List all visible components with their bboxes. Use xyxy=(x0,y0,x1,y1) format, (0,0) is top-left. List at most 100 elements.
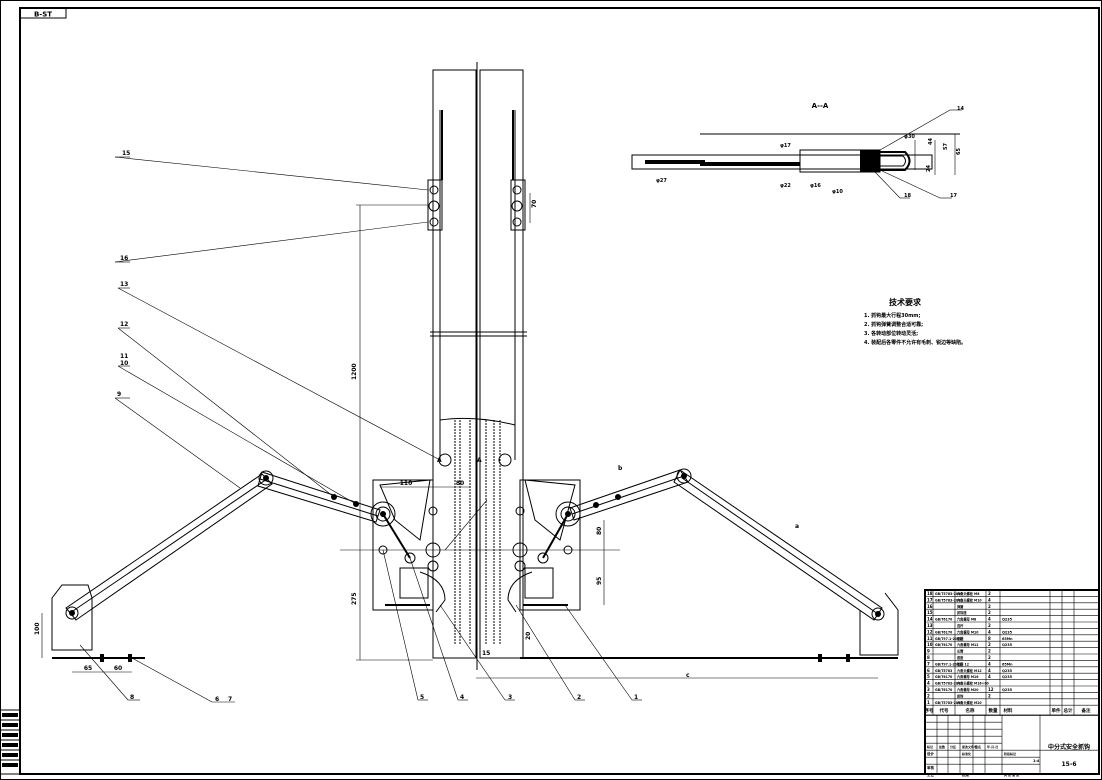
parts-row-qty: 8 xyxy=(988,636,991,641)
callout-6: 6 xyxy=(215,696,219,703)
parts-row-name: 六角螺母 M20 xyxy=(957,687,979,692)
sec-dim-d5: φ10 xyxy=(832,189,843,195)
tb-label-count: 处数 xyxy=(938,744,945,749)
parts-header-6: 总计 xyxy=(1064,707,1073,714)
parts-row-no: 5 xyxy=(927,674,930,679)
parts-header-2: 名称 xyxy=(966,707,975,714)
parts-row-code: GB/T5783-2000 xyxy=(935,682,963,686)
dim-base-height: 100 xyxy=(34,622,41,635)
parts-row-code: GB/T6170 xyxy=(935,688,953,692)
parts-row-name: 抓钩座 xyxy=(957,610,967,615)
tb-label-mark: 标记 xyxy=(926,744,933,749)
tb-design: 设计 xyxy=(927,751,935,756)
parts-row-name: 连杆 xyxy=(957,623,964,628)
sec-dim-d2: φ17 xyxy=(780,143,791,149)
parts-row-name: 垫圈 12 xyxy=(957,661,969,666)
section-marker-right: A xyxy=(477,457,482,464)
dim-width-gap: 80 xyxy=(456,480,464,487)
parts-row-no: 6 xyxy=(927,668,930,673)
parts-row-no: 10 xyxy=(927,642,933,647)
callout-10: 10 xyxy=(120,360,128,367)
callout-5: 5 xyxy=(420,694,424,701)
parts-row-no: 16 xyxy=(927,604,933,609)
parts-row-code: GB/T5783 xyxy=(935,669,952,673)
parts-row-qty: 2 xyxy=(988,591,991,596)
parts-row-name: 六角螺母 M10 xyxy=(957,629,979,634)
callout-8: 8 xyxy=(130,694,134,701)
parts-row-no: 4 xyxy=(927,681,930,686)
sheet-tag: B-ST xyxy=(34,11,52,19)
tb-review: 审核 xyxy=(927,765,935,770)
parts-row-material: Q235 xyxy=(1002,688,1013,692)
parts-row-name: 六角头螺栓 M8 xyxy=(957,591,980,596)
parts-header-4: 材料 xyxy=(1004,707,1013,714)
parts-row-name: 六角螺母 M16 xyxy=(957,674,979,679)
dimension-lines xyxy=(41,204,878,679)
parts-row-no: 17 xyxy=(927,597,933,602)
dim-small-20: 20 xyxy=(525,632,532,640)
callout-7: 7 xyxy=(228,696,232,703)
tech-req-item-4: 4. 装配后各零件不允许有毛刺、锐边等缺陷。 xyxy=(864,339,966,346)
section-view xyxy=(631,109,962,199)
parts-row-no: 18 xyxy=(927,591,933,596)
dim-width-top: 110 xyxy=(400,480,413,487)
parts-header-7: 备注 xyxy=(1081,707,1091,714)
callout-14: 14 xyxy=(957,106,964,112)
sheet-frame xyxy=(19,7,1100,775)
drawing-scale: 1:4 xyxy=(1033,759,1040,763)
sec-dim-d1: φ27 xyxy=(656,178,667,184)
parts-header-1: 代号 xyxy=(939,707,949,714)
parts-row-material: Q235 xyxy=(1002,630,1013,634)
left-arm-linkage xyxy=(51,470,381,662)
callout-4: 4 xyxy=(460,694,464,701)
parts-row-code: GB/T5783-2000 xyxy=(935,598,963,602)
parts-row-qty: 2 xyxy=(988,610,991,615)
parts-row-name: 六角头螺栓 M20 xyxy=(957,700,982,705)
callout-16: 16 xyxy=(120,255,128,262)
guide-rail-assembly xyxy=(427,62,531,670)
parts-row-no: 11 xyxy=(927,636,933,641)
parts-row-material: Q235 xyxy=(1002,669,1013,673)
callout-3: 3 xyxy=(508,694,512,701)
callout-leaders xyxy=(79,156,642,703)
tb-label-sign: 签名 xyxy=(974,744,981,749)
tech-req-item-3: 3. 各转动部位转动灵活; xyxy=(864,330,918,337)
parts-row-qty: 2 xyxy=(988,623,991,628)
callout-13: 13 xyxy=(120,281,128,288)
parts-row-code: GB/T5783-2000 xyxy=(935,592,963,596)
parts-row-code: GB/T6170 xyxy=(935,675,953,679)
parts-row-name: 六角头螺栓 M12 xyxy=(957,668,982,673)
parts-row-qty: 2 xyxy=(988,655,991,660)
callout-17: 17 xyxy=(950,193,957,199)
dim-arm-c: c xyxy=(686,672,690,679)
callout-11: 11 xyxy=(120,353,128,360)
parts-row-code: GB/T6170 xyxy=(935,630,953,634)
parts-row-code: GB/T6170 xyxy=(935,643,953,647)
parts-row-code: GB/T97.1-2002 xyxy=(935,637,961,641)
parts-row-no: 8 xyxy=(927,655,930,660)
parts-row-name: 抓钩 xyxy=(957,693,964,698)
sec-dim-d6: φ30 xyxy=(904,134,915,140)
drawing-title: 中分式安全抓钩 xyxy=(1048,743,1090,751)
sec-dim-d4: φ22 xyxy=(780,183,791,189)
parts-row-no: 9 xyxy=(927,649,930,654)
sec-dim-h4: 24 xyxy=(926,165,932,172)
parts-row-code: GB/T97.1-2002 xyxy=(935,662,961,666)
dim-arm-a: a xyxy=(795,523,799,530)
tech-req-heading: 技术要求 xyxy=(889,297,922,307)
sec-dim-d3: φ16 xyxy=(810,183,821,189)
parts-header-0: 序号 xyxy=(924,707,934,714)
parts-row-name: 垫圈 xyxy=(957,636,963,641)
parts-row-qty: 2 xyxy=(988,604,991,609)
callout-1: 1 xyxy=(634,694,638,701)
callout-15: 15 xyxy=(122,150,130,157)
sec-dim-h2: 57 xyxy=(943,143,949,150)
parts-row-no: 1 xyxy=(927,700,930,705)
parts-row-code: GB/T6170 xyxy=(935,618,953,622)
right-hook-assembly xyxy=(498,453,581,613)
parts-row-no: 3 xyxy=(927,687,930,692)
parts-row-material: 65Mn xyxy=(1002,662,1013,666)
parts-row-qty: 4 xyxy=(988,661,991,666)
parts-row-material: Q235 xyxy=(1002,675,1013,679)
tb-process: 工艺 xyxy=(927,772,935,777)
